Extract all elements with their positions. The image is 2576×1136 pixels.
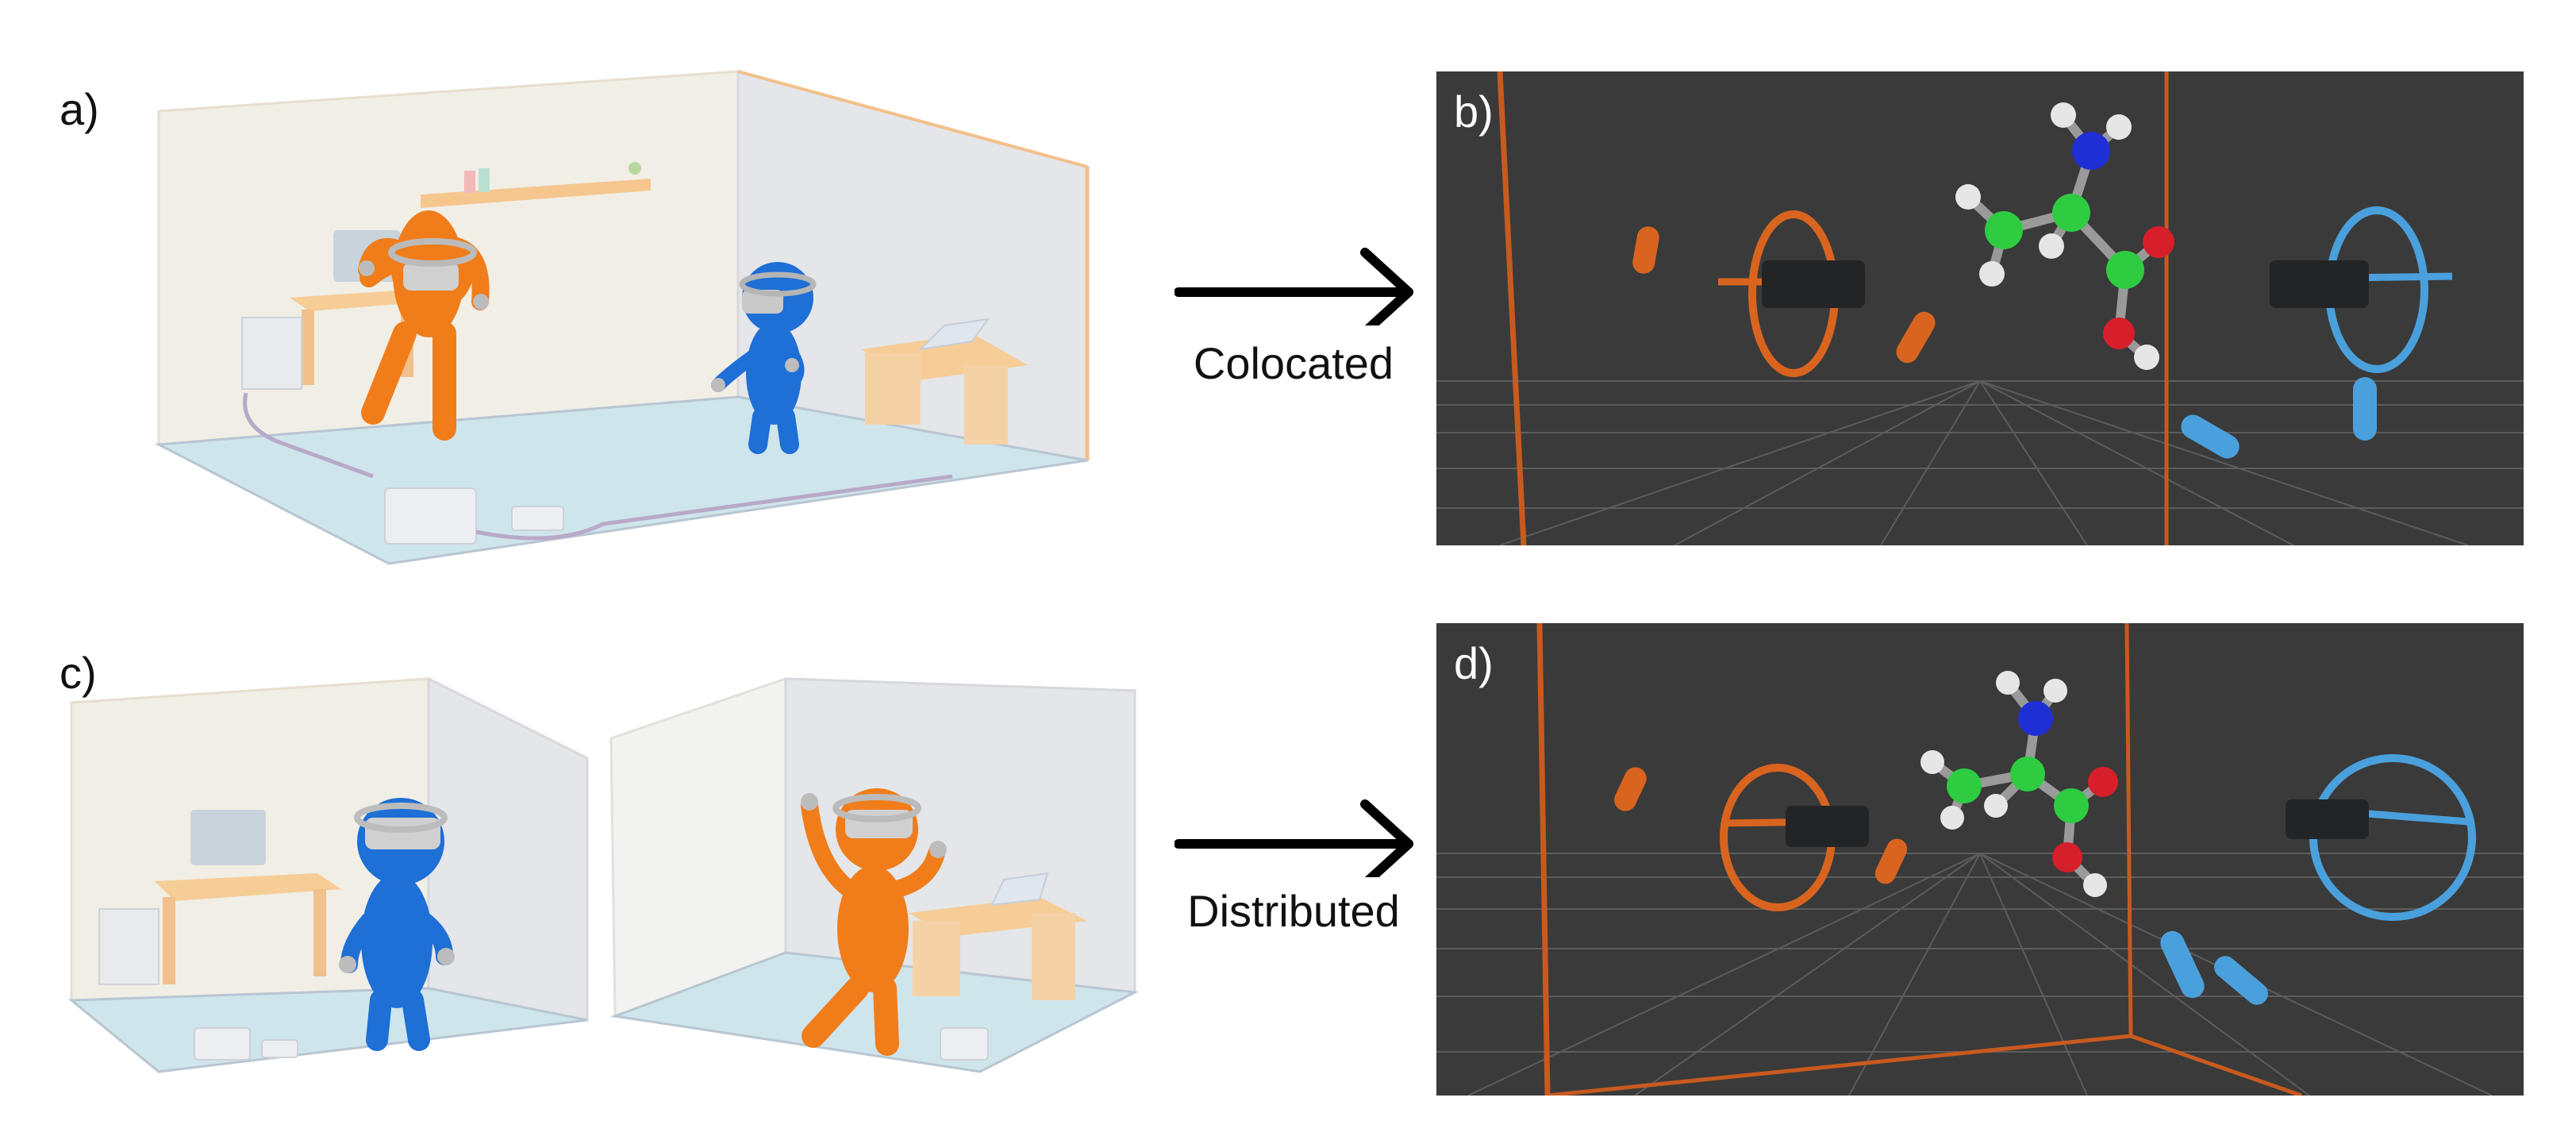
room-two <box>609 676 1140 1073</box>
orange-avatar <box>1632 210 1936 377</box>
panel-label-c: c) <box>60 648 97 698</box>
distributed-label: Distributed <box>1187 886 1400 936</box>
colocated-room-illustration <box>154 70 1090 565</box>
play-area-boundary <box>2124 623 2133 1037</box>
play-area-boundary <box>1497 71 1527 545</box>
orange-avatar <box>1614 764 1908 911</box>
blue-avatar <box>2181 206 2453 459</box>
play-area-boundary <box>1547 1034 2132 1096</box>
distributed-rooms-illustration <box>67 676 1140 1073</box>
floor-grid <box>1436 380 2524 545</box>
blue-user-figure-room-one <box>339 798 455 1051</box>
right-arrow-icon <box>1175 799 1413 877</box>
orange-user-figure <box>358 210 490 441</box>
orange-user-figure-room-two <box>801 788 947 1056</box>
virtual-scene-distributed <box>1436 623 2524 1096</box>
panel-c-distributed-rooms: c) <box>0 627 1143 1103</box>
panel-label-a: a) <box>60 84 99 134</box>
room-one <box>67 676 589 1073</box>
panel-d-distributed-virtual: d) <box>1436 623 2524 1096</box>
blue-avatar <box>2160 754 2476 1005</box>
play-area-boundary <box>2130 1034 2302 1096</box>
molecule-model <box>1955 102 2174 370</box>
floor-grid <box>1436 853 2524 1096</box>
colocated-arrow: Colocated <box>1175 238 1460 397</box>
molecule-model <box>1920 671 2118 897</box>
virtual-scene-colocated <box>1436 71 2524 545</box>
colocated-label: Colocated <box>1193 338 1394 388</box>
panel-label-b: b) <box>1454 87 1494 137</box>
panel-label-d: d) <box>1454 638 1494 688</box>
blue-user-figure <box>711 262 817 454</box>
distributed-arrow: Distributed <box>1175 790 1460 949</box>
panel-b-colocated-virtual: b) <box>1436 71 2524 545</box>
panel-a-colocated-room: a) <box>0 0 1111 587</box>
right-arrow-icon <box>1175 248 1413 325</box>
play-area-boundary <box>1536 623 1551 1096</box>
